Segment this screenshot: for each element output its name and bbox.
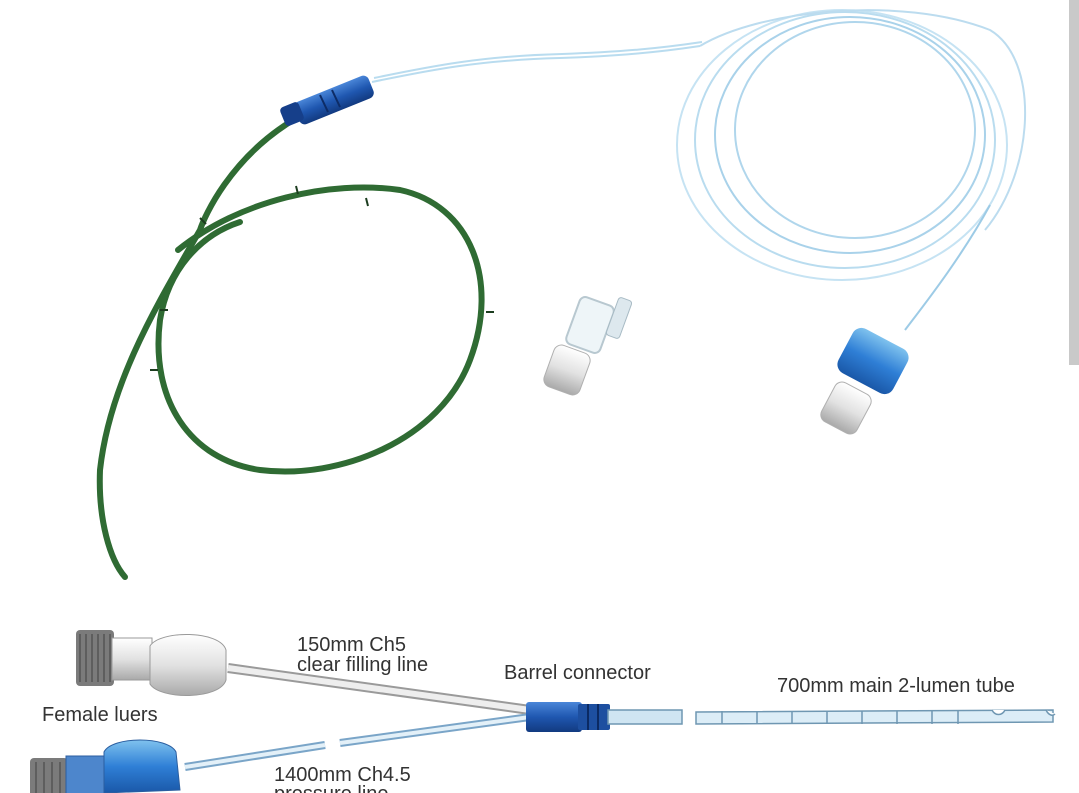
schematic: 150mm Ch5 clear filling line Barrel conn… bbox=[30, 630, 1056, 793]
female-luer-white bbox=[76, 630, 227, 696]
main-tube-label: 700mm main 2-lumen tube bbox=[777, 675, 1015, 697]
green-catheter bbox=[96, 119, 485, 580]
blue-luer-photo bbox=[820, 327, 909, 435]
pressure-line-desc-label: pressure line bbox=[274, 783, 389, 793]
clear-tube-coil bbox=[371, 9, 1026, 331]
clear-luer-photo bbox=[543, 296, 633, 396]
female-luers-label: Female luers bbox=[42, 704, 158, 726]
main-tube-segment-2 bbox=[695, 709, 1056, 725]
filling-line-desc-label: clear filling line bbox=[297, 654, 428, 676]
barrel-connector bbox=[526, 702, 610, 732]
edge-strip bbox=[1069, 0, 1079, 365]
catheter-photo bbox=[96, 9, 1026, 580]
catheter-markings bbox=[150, 185, 494, 371]
female-luer-blue bbox=[30, 739, 181, 793]
pressure-line-length-label: 1400mm Ch4.5 bbox=[274, 764, 411, 786]
main-tube-segment-1 bbox=[607, 709, 683, 725]
barrel-connector-photo bbox=[280, 75, 374, 126]
barrel-connector-label: Barrel connector bbox=[504, 662, 651, 684]
filling-line-length-label: 150mm Ch5 bbox=[297, 634, 406, 656]
